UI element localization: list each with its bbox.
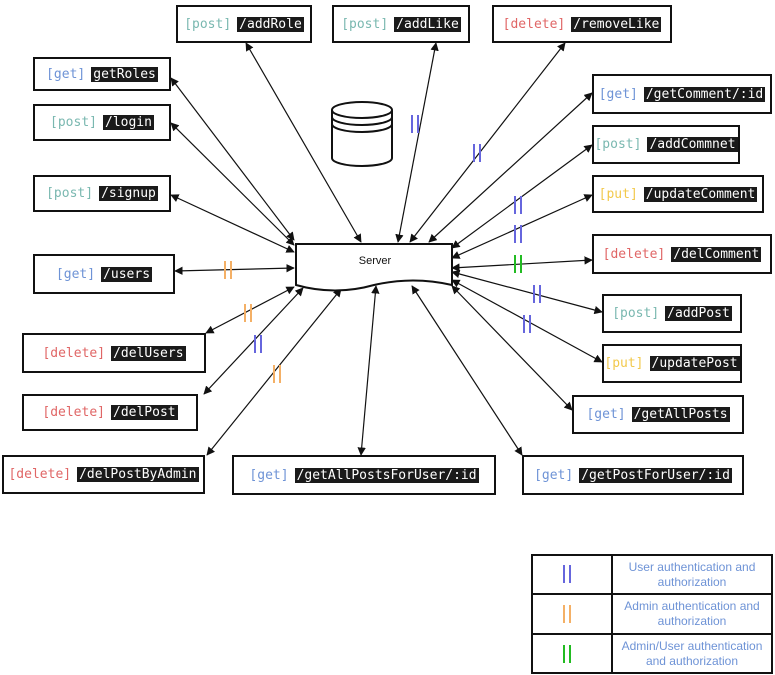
endpoint-path: /getAllPostsForUser/:id <box>294 467 479 483</box>
endpoint-path: /updatePost <box>649 356 740 371</box>
endpoint-path: /delPost <box>111 405 178 420</box>
endpoint-method: [post] <box>184 16 232 32</box>
endpoint-box: [post] /addLike <box>332 5 470 43</box>
endpoint-box: [delete] /delPost <box>22 394 198 431</box>
connector-line <box>203 287 304 395</box>
endpoint-path: getRoles <box>91 66 158 82</box>
endpoint-path: /addRole <box>237 16 304 32</box>
endpoint-box: [get] /getAllPosts <box>572 395 744 434</box>
endpoint-box: [post] /addRole <box>176 5 312 43</box>
endpoint-path: /getPostForUser/:id <box>579 467 732 483</box>
connector-line <box>245 42 362 243</box>
endpoint-path: /addLike <box>394 16 461 32</box>
connector-line <box>357 285 380 456</box>
endpoint-method: [get] <box>586 407 626 422</box>
connector-line <box>170 194 295 253</box>
endpoint-method: [delete] <box>42 345 106 361</box>
endpoint-method: [delete] <box>42 405 105 420</box>
endpoint-method: [delete] <box>502 16 566 32</box>
endpoint-method: [put] <box>604 356 644 371</box>
server-node <box>295 243 453 292</box>
auth-marker <box>514 196 522 214</box>
legend-label-user: User authentication and authorization <box>628 559 756 589</box>
endpoint-method: [get] <box>55 266 96 282</box>
auth-marker <box>563 565 571 583</box>
endpoint-method: [put] <box>598 186 638 202</box>
database-icon <box>331 101 393 167</box>
connector-line <box>174 263 295 276</box>
endpoint-path: /addCommnet <box>647 137 738 152</box>
endpoint-box: [delete] /delUsers <box>22 333 206 373</box>
auth-marker <box>523 315 531 333</box>
endpoint-method: [get] <box>46 66 86 82</box>
auth-marker <box>254 335 262 353</box>
endpoint-box: [put] /updateComment <box>592 175 764 213</box>
endpoint-method: [delete] <box>8 467 72 482</box>
endpoint-box: [delete] /delComment <box>592 234 772 274</box>
auth-marker <box>533 285 541 303</box>
auth-marker <box>514 255 522 273</box>
legend-label-admin-user: Admin/User authentication and authorizat… <box>621 638 763 668</box>
legend-label-admin: Admin authentication and authorization <box>624 599 760 628</box>
endpoint-method: [get] <box>249 467 289 483</box>
endpoint-method: [delete] <box>602 246 666 262</box>
endpoint-path: /getAllPosts <box>631 407 730 422</box>
endpoint-method: [post] <box>612 306 660 321</box>
endpoint-method: [get] <box>534 467 574 483</box>
endpoint-box: [get] getRoles <box>33 57 171 91</box>
endpoint-box: [post] /addCommnet <box>592 125 740 164</box>
endpoint-path: /login <box>103 115 154 130</box>
endpoint-path: /delPostByAdmin <box>77 467 199 482</box>
endpoint-path: /updateComment <box>643 186 758 202</box>
auth-marker <box>563 605 571 623</box>
endpoint-box: [get] /getPostForUser/:id <box>522 455 744 495</box>
auth-marker <box>563 645 571 663</box>
endpoint-box: [delete] /removeLike <box>492 5 672 43</box>
endpoint-box: [get] /users <box>33 254 175 294</box>
connector-line <box>451 285 573 411</box>
endpoint-path: /users <box>101 266 153 282</box>
auth-marker <box>411 115 419 133</box>
endpoint-box: [post] /addPost <box>602 294 742 333</box>
auth-marker <box>224 261 232 279</box>
auth-markers <box>224 115 541 383</box>
endpoint-path: /delComment <box>671 246 762 262</box>
endpoint-path: /signup <box>99 186 158 201</box>
connector-line <box>428 92 593 243</box>
connector-line <box>395 42 439 243</box>
endpoint-path: /addPost <box>665 306 732 321</box>
legend-markers <box>563 565 571 663</box>
auth-marker <box>514 225 522 243</box>
endpoint-box: [put] /updatePost <box>602 344 742 383</box>
endpoint-box: [delete] /delPostByAdmin <box>2 455 205 494</box>
endpoint-path: /removeLike <box>571 16 662 32</box>
endpoint-box: [get] /getComment/:id <box>592 74 772 114</box>
server-label: Server <box>358 255 392 267</box>
endpoint-method: [post] <box>594 137 642 152</box>
endpoint-box: [get] /getAllPostsForUser/:id <box>232 455 496 495</box>
auth-marker <box>473 144 481 162</box>
endpoint-method: [post] <box>341 16 389 32</box>
connector-line <box>170 122 295 246</box>
legend-table <box>531 554 773 674</box>
connector-line <box>411 285 523 456</box>
endpoint-box: [post] /signup <box>33 175 171 212</box>
endpoint-method: [get] <box>598 86 638 102</box>
endpoint-method: [post] <box>46 186 94 201</box>
endpoint-box: [post] /login <box>33 104 171 141</box>
connector-line <box>170 77 295 241</box>
endpoint-path: /getComment/:id <box>643 86 766 102</box>
endpoint-method: [post] <box>50 115 97 130</box>
auth-marker <box>244 304 252 322</box>
connector-line <box>409 42 566 243</box>
auth-marker <box>273 365 281 383</box>
endpoint-path: /delUsers <box>111 345 186 361</box>
